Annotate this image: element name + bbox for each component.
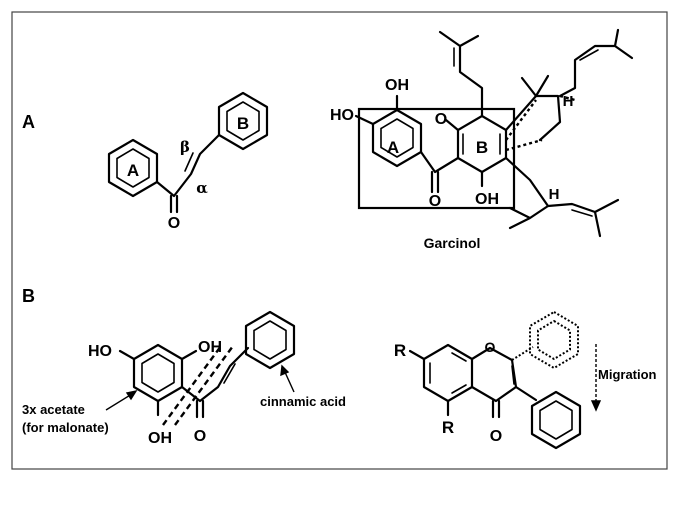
garcinol-linker-carbonyl bbox=[430, 170, 440, 194]
isoflavone-ring-b-inner bbox=[539, 400, 573, 440]
isoflavone-r-top: R bbox=[394, 341, 406, 360]
cinnamic-arrow-head bbox=[280, 364, 290, 377]
chalcone-structure bbox=[107, 91, 269, 214]
biosynthesis-double-bond bbox=[223, 363, 236, 384]
garcinol-highlight-box bbox=[357, 107, 516, 210]
isoflavone-ring-c-dbl bbox=[511, 365, 515, 385]
isoflavone-ring-o: O bbox=[485, 339, 496, 355]
isoflavone-carbonyl-o: O bbox=[490, 428, 502, 445]
biosynthesis-ring-a-inner bbox=[141, 353, 175, 393]
chalcone-alpha-label: α bbox=[196, 179, 208, 197]
garcinol-cage bbox=[504, 94, 562, 142]
acetate-arrow-line bbox=[105, 393, 133, 411]
panel-label-b: B bbox=[22, 286, 35, 306]
biosynthesis-ho-bond bbox=[118, 349, 136, 361]
garcinol-ring-a-inner bbox=[380, 118, 414, 158]
isoflavone-ring-a-dbl2 bbox=[451, 352, 467, 362]
biosynthesis-dashed-bonds bbox=[162, 345, 234, 426]
isoflavone-ring-a-dbl3 bbox=[451, 384, 467, 394]
isoflavone-migrating-ring bbox=[511, 310, 579, 370]
garcinol-prenyl-lower bbox=[504, 156, 550, 230]
biosynthesis-ho: HO bbox=[88, 343, 112, 360]
garcinol-prenyl-lower-dbl bbox=[571, 209, 593, 217]
biosynthesis-arrows bbox=[105, 364, 295, 411]
garcinol-dashed-bond-1 bbox=[505, 99, 537, 141]
garcinol-side-chain-right-dbl bbox=[579, 49, 599, 61]
chalcone-ring-b bbox=[217, 91, 269, 151]
panel-label-a: A bbox=[22, 112, 35, 132]
biosynthesis-chain bbox=[180, 346, 250, 403]
migrating-ring-inner bbox=[537, 319, 571, 361]
garcinol-ring-b-label: B bbox=[476, 138, 488, 157]
cinnamic-acid-label: cinnamic acid bbox=[260, 394, 346, 409]
isoflavone-ring-b bbox=[530, 390, 582, 450]
biosynthesis-dashed-bond-2 bbox=[162, 345, 222, 426]
chalcone-beta-label: β bbox=[180, 138, 190, 156]
biosynthesis-structure bbox=[118, 310, 296, 419]
garcinol-dashed-bond-3 bbox=[559, 94, 576, 102]
garcinol-gem-dimethyl bbox=[520, 74, 550, 98]
acetate-label-line1: 3x acetate bbox=[22, 402, 85, 417]
garcinol-prenyl-lower-tail bbox=[546, 198, 620, 238]
isoflavone-r-bottom: R bbox=[442, 418, 454, 437]
isoflavone-ring-a bbox=[422, 343, 474, 403]
garcinol-ho-left: HO bbox=[330, 107, 354, 124]
isoflavone-ring-c bbox=[470, 346, 518, 403]
isoflavone-carbonyl bbox=[491, 399, 501, 419]
biosynthesis-ring-b-inner bbox=[253, 320, 287, 360]
acetate-label-line2: (for malonate) bbox=[22, 420, 109, 435]
migration-arrow bbox=[590, 344, 602, 412]
chalcone-ring-a bbox=[107, 138, 159, 198]
biosynthesis-carbonyl bbox=[195, 399, 205, 419]
garcinol-oh-bottom: OH bbox=[475, 191, 499, 208]
garcinol-name: Garcinol bbox=[424, 235, 481, 251]
garcinol-oh-top: OH bbox=[385, 77, 409, 94]
garcinol-dashed-bond-2 bbox=[505, 138, 543, 152]
isoflavone-ring-b-bond bbox=[514, 385, 538, 402]
chalcone-double-bond bbox=[184, 152, 194, 172]
garcinol-prenyl-upper bbox=[438, 30, 484, 118]
chalcone-ring-b-inner bbox=[226, 101, 260, 141]
garcinol-side-chain-right bbox=[558, 28, 634, 98]
garcinol-o-bottom: O bbox=[429, 193, 441, 210]
biosynthesis-oh-top-bond bbox=[180, 349, 198, 361]
acetate-arrow-head bbox=[125, 389, 138, 401]
isoflavone-r-top-bond bbox=[408, 349, 426, 361]
chalcone-chain bbox=[155, 133, 221, 198]
biosynthesis-ring-b bbox=[244, 310, 296, 370]
migration-label: Migration bbox=[598, 367, 657, 382]
biosynthesis-oh-bottom: OH bbox=[148, 430, 172, 447]
garcinol-h-lower: H bbox=[549, 186, 560, 203]
chalcone-ring-a-inner bbox=[116, 148, 150, 188]
chalcone-carbonyl-o: O bbox=[168, 215, 180, 232]
figure-frame bbox=[11, 11, 668, 470]
migration-arrow-head bbox=[590, 400, 602, 412]
garcinol-linker bbox=[419, 150, 460, 174]
chalcone-ring-a-label: A bbox=[127, 161, 139, 180]
garcinol-o-top: O bbox=[435, 111, 447, 128]
biosynthesis-dashed-bond-1 bbox=[174, 345, 234, 426]
garcinol-ring-a-label: A bbox=[387, 138, 399, 157]
chalcone-carbonyl bbox=[169, 194, 179, 214]
garcinol-dashed-bonds bbox=[505, 94, 576, 152]
chalcone-ring-b-label: B bbox=[237, 114, 249, 133]
garcinol-ring-b-carbonyl bbox=[444, 118, 460, 132]
isoflavone-structure bbox=[408, 343, 582, 450]
biosynthesis-carbonyl-o: O bbox=[194, 428, 206, 445]
biosynthesis-oh-top: OH bbox=[198, 339, 222, 356]
garcinol-structure bbox=[354, 28, 634, 238]
garcinol-h-upper: H bbox=[563, 93, 574, 110]
